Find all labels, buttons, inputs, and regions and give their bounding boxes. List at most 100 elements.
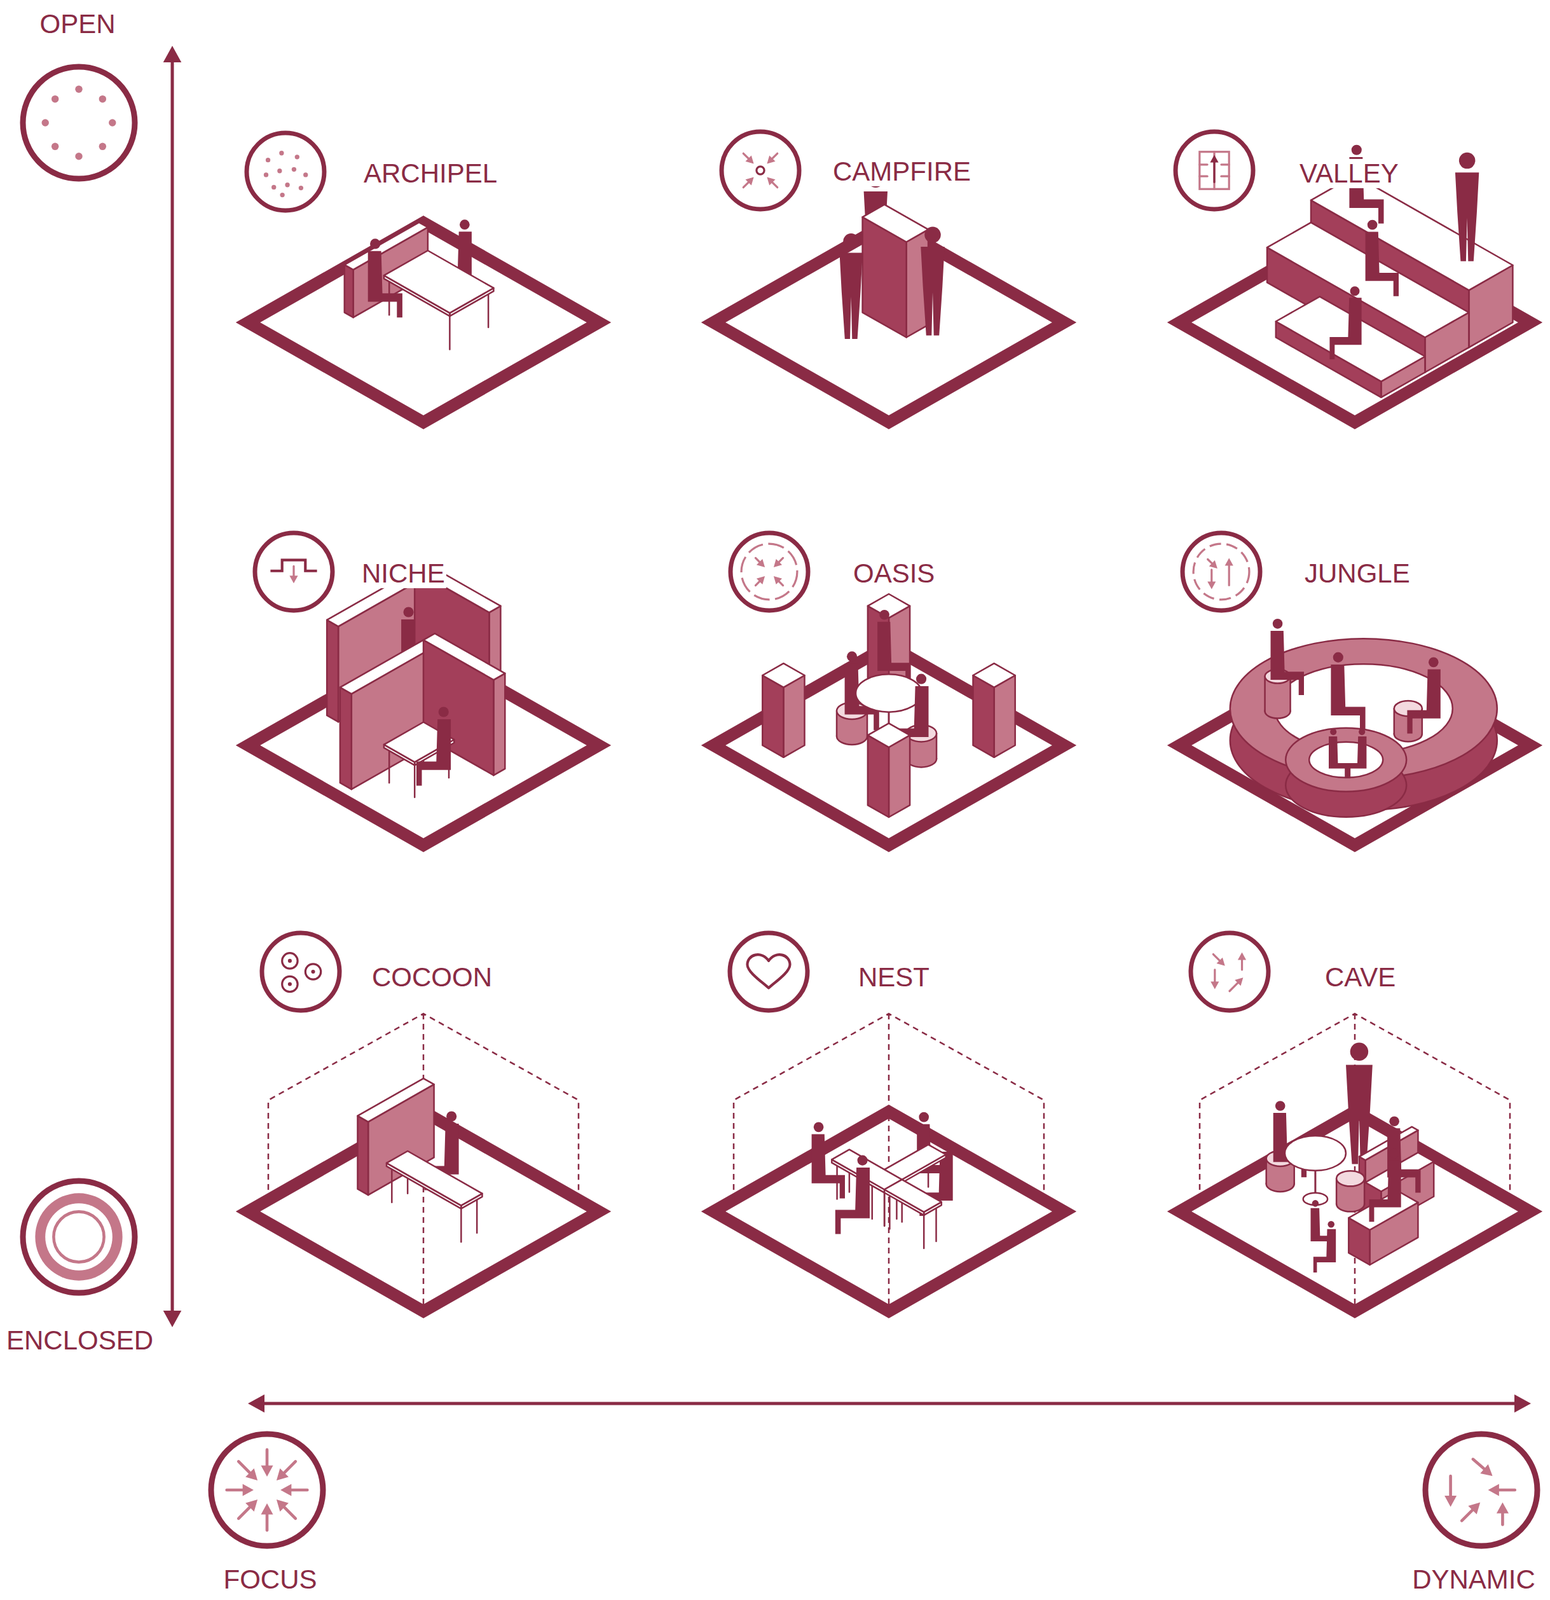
arrow-head: [245, 1467, 258, 1481]
arrow-shaft: [238, 1506, 250, 1519]
table-top: [1284, 1135, 1346, 1171]
icon-line: [1221, 175, 1229, 178]
axis-label: FOCUS: [222, 1564, 319, 1594]
stool-top: [1336, 1170, 1365, 1186]
arrow-head: [756, 558, 765, 568]
arrow-shaft: [778, 557, 783, 562]
furniture-face: [357, 1115, 369, 1195]
person-silhouette: [1455, 172, 1479, 261]
furniture-face: [973, 663, 1016, 688]
stool-edge: [1335, 1178, 1338, 1204]
person-head: [1389, 1115, 1400, 1126]
type-icon: [22, 1180, 135, 1293]
icon-dot: [288, 981, 292, 986]
person-silhouette: [1313, 1228, 1336, 1273]
person-head: [459, 219, 470, 230]
arrow-shaft: [1213, 162, 1215, 183]
zone-label: NICHE: [360, 558, 447, 589]
person-silhouette: [368, 251, 403, 318]
arrow-head: [1488, 1483, 1500, 1496]
icon-dot: [279, 150, 284, 156]
furniture-face: [994, 675, 1016, 758]
person-silhouette: [839, 253, 863, 339]
person-silhouette: [1349, 157, 1384, 224]
icon-dot: [51, 95, 59, 103]
icon-dot: [288, 958, 292, 963]
person-head: [370, 238, 381, 249]
person-head: [857, 1155, 868, 1166]
furniture-face: [493, 673, 505, 775]
person-head: [403, 606, 414, 617]
arrow-head: [1209, 560, 1218, 569]
type-icon: [1182, 532, 1261, 611]
arrow-shaft: [1229, 982, 1238, 992]
person-head: [1275, 1100, 1286, 1111]
arrow-head: [1225, 558, 1234, 566]
person-silhouette: [1365, 232, 1399, 297]
arrow-shaft: [264, 1401, 1515, 1406]
furniture-face: [973, 675, 995, 758]
icon-dot: [51, 143, 59, 151]
icon-dot: [279, 192, 285, 198]
arrow-shaft: [755, 581, 760, 585]
zone-label: NEST: [857, 962, 931, 992]
arrow-shaft: [1499, 1488, 1516, 1492]
arrow-head: [276, 1499, 289, 1512]
stool-edge: [1263, 676, 1266, 712]
icon-dot: [263, 172, 269, 177]
icon-dot: [310, 969, 315, 974]
person-silhouette: [1345, 1064, 1373, 1165]
axis-label: DYNAMIC: [1410, 1564, 1537, 1594]
furniture-face: [340, 687, 352, 789]
icon-cell: [305, 963, 321, 980]
type-icon: [211, 1433, 323, 1546]
type-icon: [729, 932, 808, 1011]
arrow-head: [766, 176, 775, 186]
arrow-head: [163, 1310, 182, 1327]
person-head: [940, 1139, 952, 1150]
arrow-head: [745, 155, 755, 165]
person-silhouette: [835, 1167, 870, 1235]
arrow-head: [261, 1502, 274, 1514]
icon-line: [1199, 175, 1208, 178]
arrow-head: [261, 1465, 274, 1477]
furniture-face: [423, 633, 505, 680]
icon-center: [756, 166, 765, 175]
zone-label: CAMPFIRE: [831, 157, 973, 187]
enclosure-outline: [1199, 1013, 1510, 1307]
person-head: [1351, 144, 1362, 156]
icon-dot: [265, 157, 271, 163]
arrow-head: [1237, 952, 1247, 961]
icon-cell: [282, 975, 298, 992]
arrow-shaft: [284, 1460, 296, 1473]
icon-dash-ring: [1193, 543, 1250, 600]
person-silhouette: [1406, 668, 1441, 734]
icon-line: [1221, 163, 1229, 166]
person-head: [867, 171, 885, 188]
person-head: [879, 609, 890, 620]
person-head: [1389, 1148, 1400, 1158]
icon-heart: [747, 954, 791, 988]
zone-label: JUNGLE: [1303, 558, 1412, 589]
icon-dot: [108, 118, 116, 126]
person-silhouette: [1369, 1160, 1402, 1222]
diamond-band: [713, 645, 1065, 845]
person-silhouette: [1270, 630, 1305, 695]
stool-edge: [866, 710, 869, 737]
icon-frame: [1199, 151, 1229, 190]
arrow-head: [276, 1467, 289, 1481]
person-head: [438, 706, 449, 717]
arrow-shaft: [772, 182, 778, 188]
furniture-face: [326, 569, 426, 627]
zone-label: ARCHIPEL: [362, 158, 499, 189]
furniture-face: [326, 619, 339, 722]
arrow-head: [773, 576, 782, 585]
person-head: [1459, 152, 1476, 170]
arrow-shaft: [772, 153, 778, 159]
icon-dot: [284, 182, 290, 187]
person-head: [1327, 1220, 1335, 1228]
icon-cell: [282, 953, 298, 969]
furniture-face: [340, 639, 435, 694]
